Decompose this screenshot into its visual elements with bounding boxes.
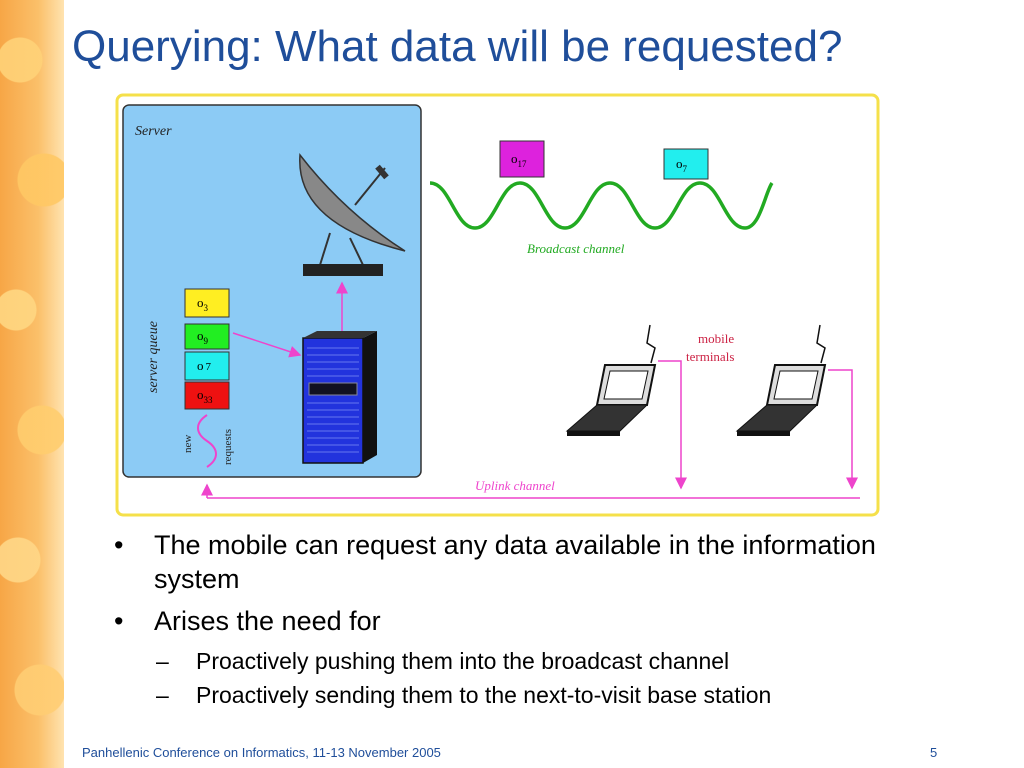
sub-bullet-item: – Proactively sending them to the next-t… (156, 680, 908, 710)
queue-item: o3 (184, 288, 230, 318)
broadcast-channel-label: Broadcast channel (527, 241, 625, 256)
bullet-mark: • (114, 530, 124, 560)
queue-to-server-arrow (232, 332, 302, 358)
uplink-lines (201, 360, 860, 499)
sub-bullet-text: Proactively sending them to the next-to-… (196, 682, 772, 708)
slide-footer: Panhellenic Conference on Informatics, 1… (82, 745, 441, 760)
sub-bullet-text: Proactively pushing them into the broadc… (196, 648, 730, 674)
svg-text:o17: o17 (511, 151, 527, 169)
svg-text:o7: o7 (197, 358, 212, 373)
new-label: new (182, 435, 194, 453)
new-requests-squiggle (197, 414, 217, 468)
broadcast-item: o7 (663, 148, 709, 180)
server-queue-label: server queue (146, 321, 161, 393)
left-decorative-stripe (0, 0, 64, 768)
broadcast-item: o17 (499, 140, 545, 178)
sub-bullet-item: – Proactively pushing them into the broa… (156, 646, 908, 676)
svg-text:o7: o7 (676, 156, 688, 174)
bullet-item: • Arises the need for (108, 604, 908, 638)
uplink-channel-label: Uplink channel (475, 478, 555, 493)
slide-title: Querying: What data will be requested? (72, 22, 843, 71)
satellite-dish-icon (299, 152, 406, 276)
mobile-label-line2: terminals (686, 349, 734, 364)
sub-bullet-mark: – (156, 648, 169, 674)
svg-text:o9: o9 (197, 328, 209, 346)
mobile-label-line1: mobile (698, 331, 734, 346)
sub-bullet-mark: – (156, 682, 169, 708)
queue-item: o9 (184, 323, 230, 350)
bullet-mark: • (114, 606, 124, 636)
svg-text:o3: o3 (197, 295, 209, 313)
requests-label: requests (222, 429, 234, 465)
broadcast-wave (429, 181, 774, 230)
laptop-icon (735, 324, 827, 436)
laptop-icon (565, 324, 657, 436)
bullet-text: The mobile can request any data availabl… (154, 530, 876, 594)
queue-item: o33 (184, 381, 230, 410)
page-number: 5 (930, 745, 938, 760)
server-rack-icon (302, 331, 377, 464)
bullet-list: • The mobile can request any data availa… (108, 528, 908, 714)
svg-text:o33: o33 (197, 387, 213, 405)
bullet-item: • The mobile can request any data availa… (108, 528, 908, 596)
server-label: Server (135, 124, 172, 139)
bullet-text: Arises the need for (154, 606, 381, 636)
